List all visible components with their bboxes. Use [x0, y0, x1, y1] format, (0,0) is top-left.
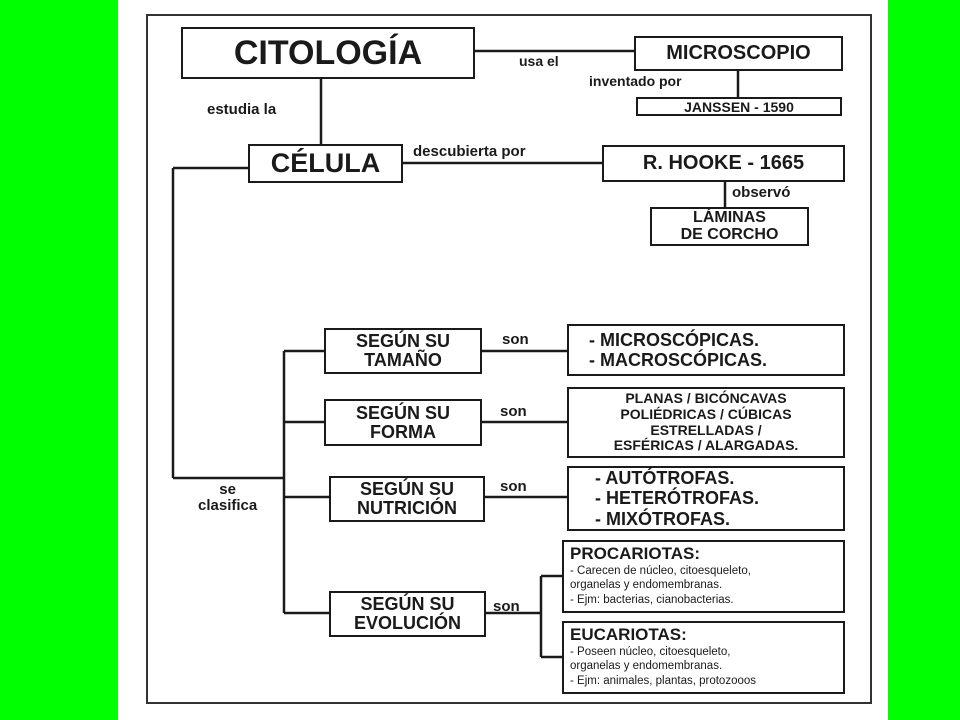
laminas-box: LÁMINAS DE CORCHO [650, 207, 809, 246]
citologia-box: CITOLOGÍA [181, 27, 475, 79]
eucariotas-box: EUCARIOTAS: - Poseen núcleo, citoesquele… [562, 621, 845, 694]
category-tamano-box: SEGÚN SU TAMAÑO [324, 328, 482, 374]
label-se: se [219, 481, 236, 498]
procariotas-title: PROCARIOTAS: [570, 544, 701, 563]
label-usa-el: usa el [519, 53, 559, 69]
category-tamano-line-1: SEGÚN SU [355, 331, 451, 352]
value-macroscopicas: - MACROSCÓPICAS. [589, 350, 768, 370]
value-forma-3: ESTRELLADAS / [650, 421, 762, 438]
category-forma-line-2: FORMA [370, 421, 436, 442]
label-son-tamano: son [502, 331, 529, 348]
laminas-line-2: DE CORCHO [680, 225, 779, 243]
label-observo: observó [732, 184, 791, 201]
eucariotas-line-2: organelas y endomembranas. [570, 660, 723, 673]
value-autotrofas: - AUTÓTROFAS. [595, 468, 735, 489]
procariotas-line-3: - Ejm: bacterias, cianobacterias. [570, 593, 734, 606]
category-nutricion-line-2: NUTRICIÓN [357, 498, 457, 518]
microscopio-label: MICROSCOPIO [666, 42, 811, 64]
celula-box: CÉLULA [248, 144, 403, 183]
hooke-label: R. HOOKE - 1665 [642, 152, 805, 174]
value-forma-1: PLANAS / BICÓNCAVAS [625, 389, 787, 406]
category-evolucion-line-2: EVOLUCIÓN [353, 613, 461, 633]
label-se-clasifica: se clasifica [198, 482, 257, 514]
values-nutricion-box: - AUTÓTROFAS. - HETERÓTROFAS. - MIXÓTROF… [567, 466, 845, 531]
eucariotas-line-3: - Ejm: animales, plantas, protozooos [570, 674, 757, 687]
category-forma-line-1: SEGÚN SU [355, 402, 451, 423]
value-forma-4: ESFÉRICAS / ALARGADAS. [613, 437, 799, 454]
category-evolucion-box: SEGÚN SU EVOLUCIÓN [329, 591, 486, 637]
label-son-evolucion: son [493, 598, 520, 615]
celula-label: CÉLULA [270, 148, 381, 178]
hooke-box: R. HOOKE - 1665 [602, 145, 845, 182]
label-son-forma: son [500, 403, 527, 420]
category-nutricion-line-1: SEGÚN SU [359, 479, 455, 500]
janssen-label: JANSSEN - 1590 [684, 98, 794, 115]
values-tamano-box: - MICROSCÓPICAS. - MACROSCÓPICAS. [567, 324, 845, 376]
category-forma-box: SEGÚN SU FORMA [324, 399, 482, 446]
label-inventado-por: inventado por [589, 73, 682, 89]
label-son-nutricion: son [500, 478, 527, 495]
microscopio-box: MICROSCOPIO [634, 36, 843, 71]
procariotas-box: PROCARIOTAS: - Carecen de núcleo, citoes… [562, 540, 845, 613]
value-heterotrofas: - HETERÓTROFAS. [595, 488, 760, 509]
laminas-line-1: LÁMINAS [693, 208, 766, 226]
eucariotas-title: EUCARIOTAS: [570, 625, 687, 644]
janssen-box: JANSSEN - 1590 [636, 97, 842, 116]
value-mixotrofas: - MIXÓTROFAS. [595, 508, 730, 529]
value-forma-2: POLIÉDRICAS / CÚBICAS [620, 405, 792, 422]
procariotas-line-1: - Carecen de núcleo, citoesqueleto, [570, 565, 751, 577]
category-evolucion-line-1: SEGÚN SU [360, 594, 455, 615]
label-clasifica: clasifica [198, 496, 258, 514]
citologia-title: CITOLOGÍA [233, 33, 423, 72]
values-forma-box: PLANAS / BICÓNCAVAS POLIÉDRICAS / CÚBICA… [567, 387, 845, 458]
eucariotas-line-1: - Poseen núcleo, citoesqueleto, [570, 646, 731, 658]
label-estudia-la: estudia la [207, 101, 277, 118]
value-microscopicas: - MICROSCÓPICAS. [589, 329, 760, 350]
procariotas-line-2: organelas y endomembranas. [570, 579, 723, 592]
category-tamano-line-2: TAMAÑO [364, 350, 442, 370]
category-nutricion-box: SEGÚN SU NUTRICIÓN [329, 476, 485, 522]
label-descubierta-por: descubierta por [413, 143, 526, 160]
